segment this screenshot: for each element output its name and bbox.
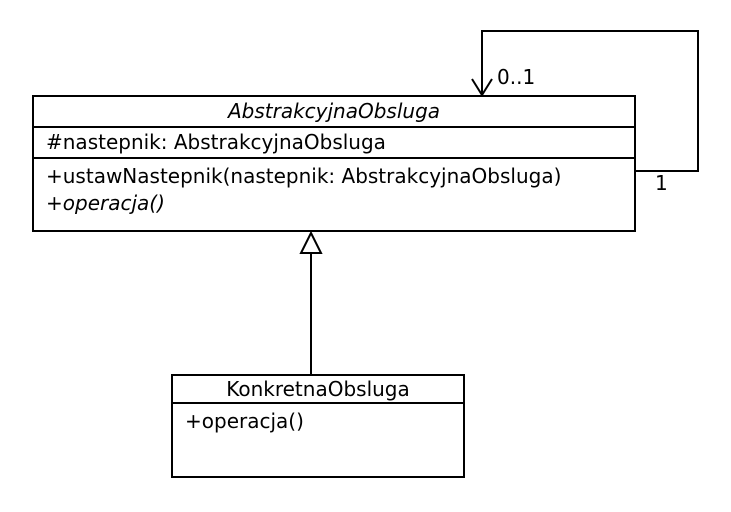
- class-attributes-compartment: #nastepnik: AbstrakcyjnaObsluga: [34, 126, 634, 157]
- self-association-line: [481, 30, 699, 172]
- class-method: +ustawNastepnik(nastepnik: AbstrakcyjnaO…: [46, 164, 562, 188]
- class-box-abstrakcyjnaobsluga: AbstrakcyjnaObsluga #nastepnik: Abstrakc…: [32, 95, 636, 232]
- class-methods-compartment: +ustawNastepnik(nastepnik: AbstrakcyjnaO…: [34, 157, 634, 230]
- multiplicity-label-source: 1: [655, 171, 668, 195]
- class-method-abstract: +operacja(): [46, 191, 165, 215]
- class-name: KonkretnaObsluga: [226, 377, 410, 401]
- class-name: AbstrakcyjnaObsluga: [227, 99, 441, 123]
- class-methods-compartment: +operacja(): [173, 402, 463, 476]
- class-box-konkretnaobsluga: KonkretnaObsluga +operacja(): [171, 374, 465, 478]
- class-attribute: #nastepnik: AbstrakcyjnaObsluga: [46, 130, 386, 154]
- generalization-triangle-icon: [299, 230, 323, 254]
- class-method: +operacja(): [185, 409, 304, 433]
- multiplicity-label-target: 0..1: [497, 65, 536, 89]
